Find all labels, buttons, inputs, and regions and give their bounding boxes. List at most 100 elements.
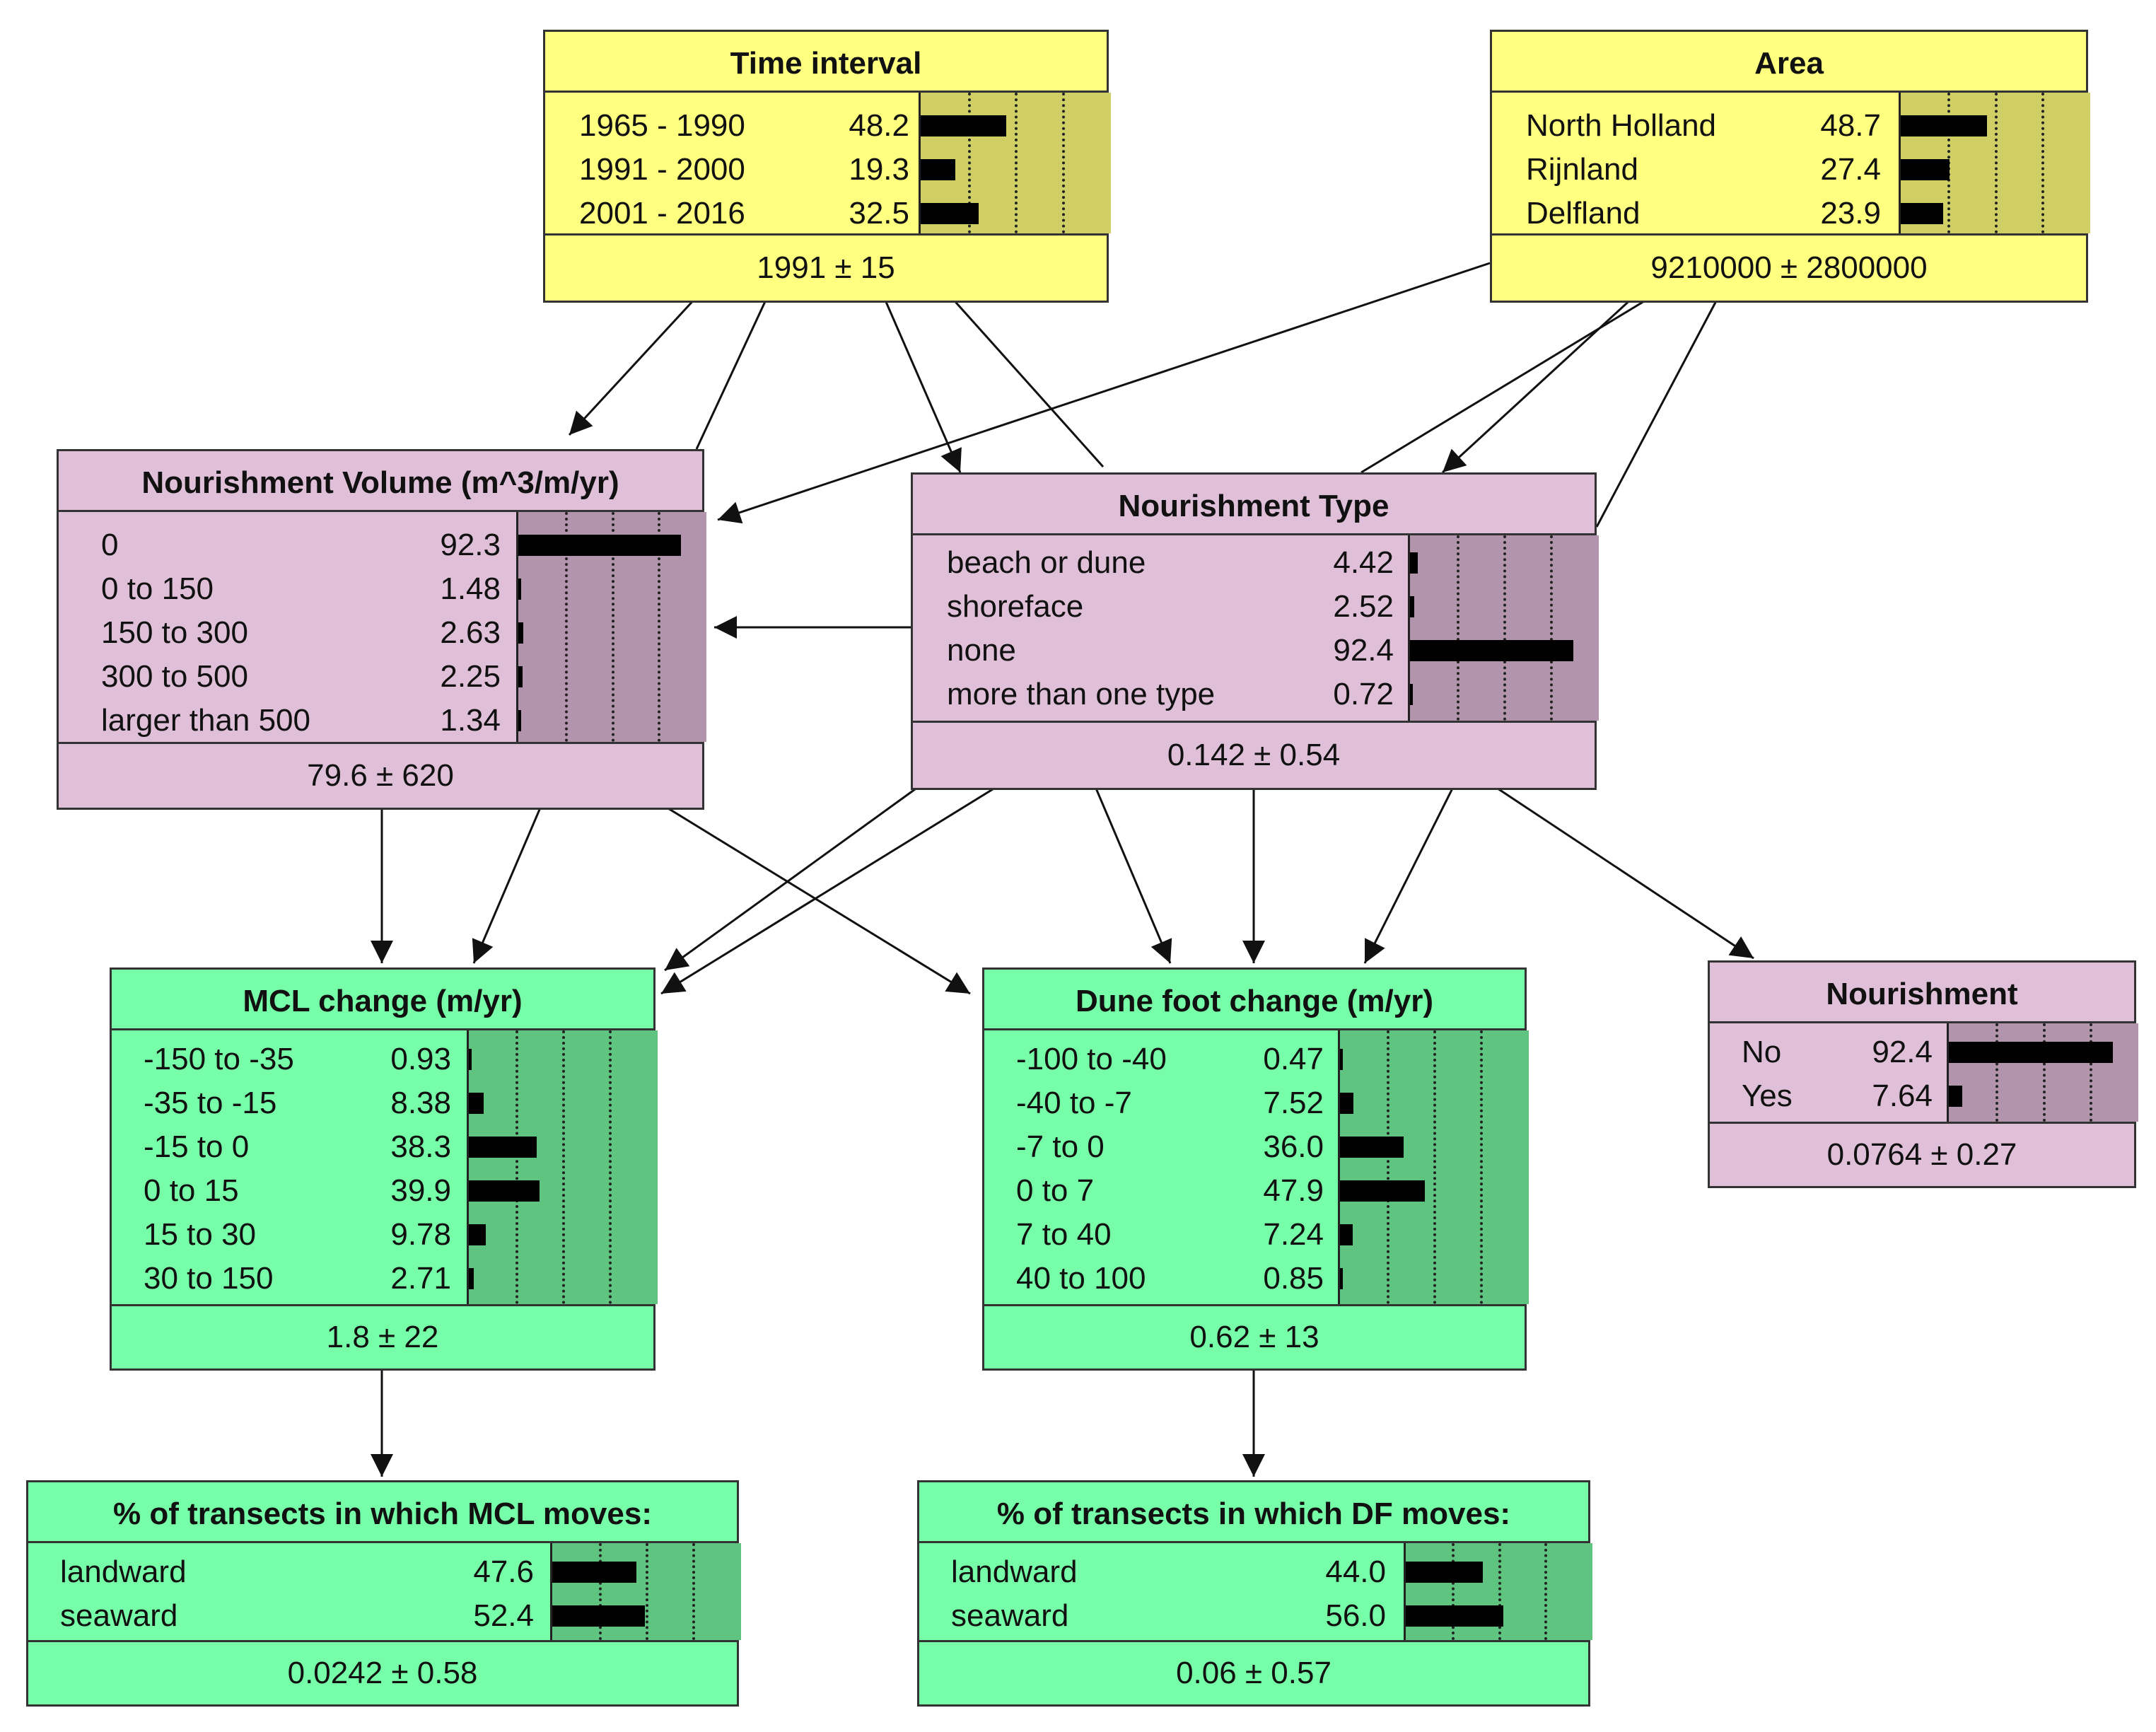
state-probability: 38.3 [390, 1129, 451, 1164]
edge-time-to-type [950, 296, 1105, 468]
gridline [1995, 1023, 1999, 1122]
state-label: seaward [60, 1598, 178, 1633]
node-pdf[interactable]: % of transects in which DF moves:landwar… [917, 1480, 1592, 1707]
gridline [1503, 535, 1506, 721]
node-pmcl[interactable]: % of transects in which MCL moves:landwa… [26, 1480, 741, 1707]
state-label: landward [60, 1554, 187, 1589]
node-expectation: 0.0764 ± 0.27 [1826, 1137, 2017, 1172]
edge-type-to-dune [1091, 779, 1172, 964]
edge-type-to-dune [1363, 779, 1458, 964]
state-probability: 92.4 [1872, 1035, 1933, 1069]
probability-bar [552, 1605, 645, 1627]
edge-type-to-mcl [660, 779, 1008, 995]
gridline [646, 1543, 648, 1640]
state-label: -7 to 0 [1016, 1129, 1105, 1164]
state-row[interactable]: Rijnland 27.4 [1492, 148, 2090, 192]
gridline [599, 1543, 602, 1640]
state-label: 1991 - 2000 [579, 152, 745, 187]
state-label: 7 to 40 [1016, 1217, 1112, 1252]
probability-bar [1901, 115, 1988, 136]
gridline [1452, 1543, 1455, 1640]
node-expectation: 1991 ± 15 [757, 250, 895, 285]
state-label: shoreface [947, 589, 1084, 624]
state-probability: 47.6 [473, 1554, 534, 1589]
state-label: Delfland [1526, 196, 1641, 231]
state-row[interactable]: landward 47.6 [28, 1550, 741, 1594]
state-label: 0 to 15 [144, 1173, 239, 1208]
state-label: 30 to 150 [144, 1261, 274, 1296]
state-probability: 27.4 [1820, 152, 1881, 187]
gridline [609, 1030, 612, 1304]
probability-bar [552, 1562, 636, 1583]
gridline [1544, 1543, 1547, 1640]
gridline [692, 1543, 695, 1640]
probability-bar [921, 159, 955, 180]
probability-bar [1406, 1562, 1483, 1583]
state-probability: 4.42 [1333, 545, 1394, 580]
node-expectation: 0.142 ± 0.54 [1167, 738, 1341, 772]
state-probability: 36.0 [1263, 1129, 1324, 1164]
state-label: -150 to -35 [144, 1042, 294, 1076]
state-probability: 32.5 [849, 196, 909, 231]
probability-bar [1410, 552, 1418, 574]
state-label: Rijnland [1526, 152, 1638, 187]
gridline [658, 512, 661, 742]
gridline [1498, 1543, 1501, 1640]
node-title: Nourishment Volume (m^3/m/yr) [59, 451, 702, 512]
probability-bar [469, 1137, 537, 1158]
node-title: Dune foot change (m/yr) [984, 970, 1525, 1030]
state-probability: 47.9 [1263, 1173, 1324, 1208]
gridline [515, 1030, 518, 1304]
state-label: none [947, 633, 1016, 668]
probability-bar [1340, 1137, 1404, 1158]
state-row[interactable]: -7 to 0 36.0 [984, 1125, 1529, 1169]
probability-bar [1340, 1224, 1353, 1245]
edge-time-to-volume [695, 296, 769, 450]
edge-type-to-mcl [664, 779, 928, 972]
